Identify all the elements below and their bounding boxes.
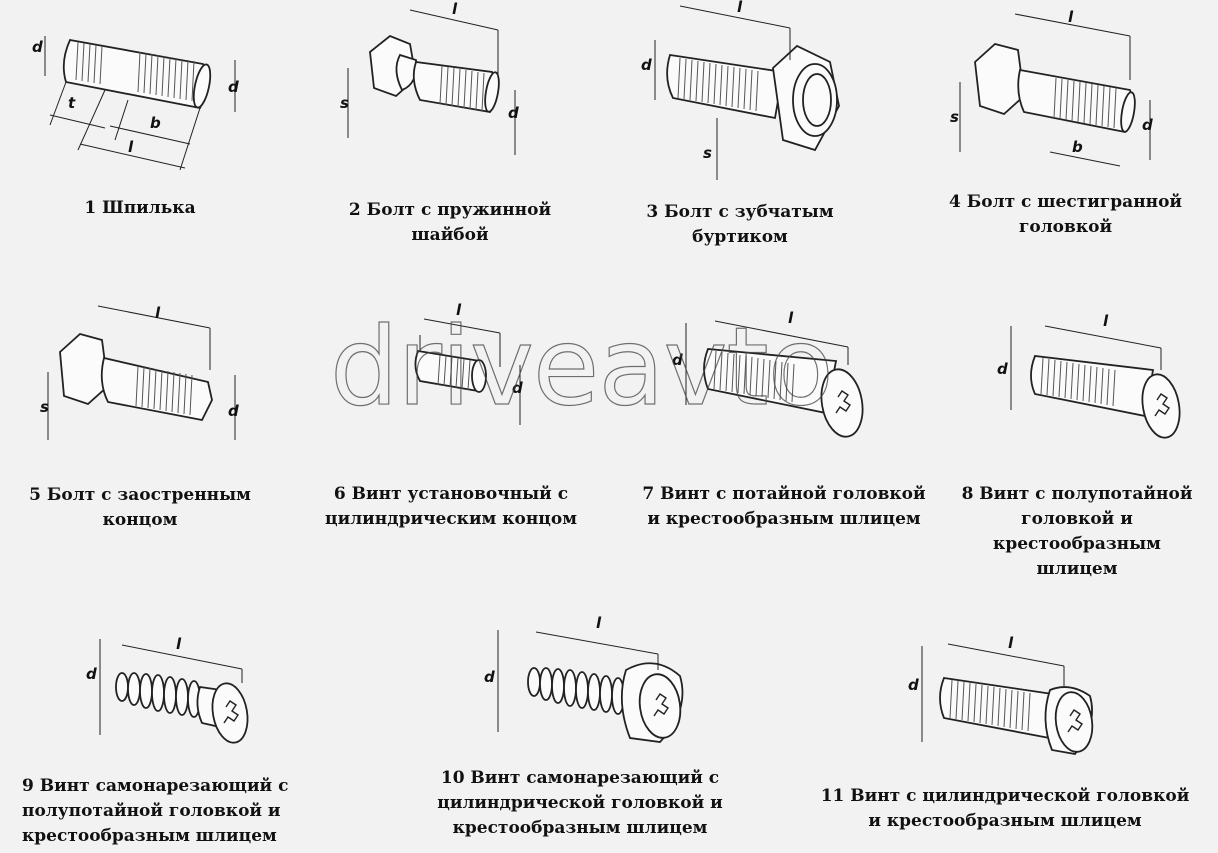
caption-3: 3 Болт с зубчатым буртиком: [646, 202, 834, 247]
figure-5-pointed-bolt: l s d: [30, 300, 260, 475]
figure-11-cylinder-head-screw: l d: [900, 630, 1110, 760]
caption-7: 7 Винт с потайной головкой и крестообраз…: [642, 484, 926, 529]
dim-l-label: l: [176, 635, 182, 653]
dim-d-label: d: [997, 360, 1008, 378]
figure-4-hex-bolt: l s d b: [940, 0, 1170, 175]
dim-l-label: l: [1008, 634, 1014, 652]
caption-10: 10 Винт самонарезающий с цилиндрической …: [437, 768, 723, 838]
dim-l-label: l: [452, 0, 458, 18]
cylinder-head-screw-drawing: l d: [908, 634, 1094, 755]
dim-b-label: b: [150, 114, 161, 132]
caption-8: 8 Винт с полупотайной головкой и крестоо…: [961, 484, 1193, 579]
figure-7-countersunk-screw: l d: [650, 295, 880, 455]
dim-d-label: d: [508, 104, 519, 122]
dim-s-label: s: [950, 108, 959, 126]
raised-countersunk-screw-drawing: l d: [997, 312, 1181, 439]
dim-l-label: l: [155, 304, 161, 322]
caption-4: 4 Болт с шестигранной головкой: [948, 192, 1183, 237]
hex-bolt-drawing: l s d b: [950, 8, 1153, 167]
self-tapping-countersunk-drawing: l d: [86, 635, 249, 744]
caption-1: 1 Шпилька: [84, 198, 196, 218]
dim-s-label: s: [340, 94, 349, 112]
stud-drawing: d d t b l: [32, 36, 239, 171]
dim-d-label: d: [1142, 116, 1153, 134]
bolt-spring-washer-drawing: l s d: [340, 0, 519, 155]
figure-10-self-tapping-cylinder-head: l d: [480, 610, 710, 750]
dim-d-label: d: [512, 379, 523, 397]
caption-5: 5 Болт с заостренным концом: [29, 485, 251, 530]
figure-8-raised-countersunk-screw: l d: [975, 300, 1195, 450]
dim-s-label: s: [703, 144, 712, 162]
dim-l-label: l: [788, 309, 794, 327]
self-tapping-cylinder-drawing: l d: [484, 614, 684, 743]
bolt-toothed-collar-drawing: l d s: [641, 0, 840, 180]
dim-t-label: t: [68, 94, 76, 112]
caption-6: 6 Винт установочный с цилиндрическим кон…: [325, 484, 577, 529]
dim-l-label: l: [128, 138, 134, 156]
caption-2: 2 Болт с пружинной шайбой: [348, 200, 552, 245]
figure-9-self-tapping-raised-countersunk: l d: [80, 625, 270, 755]
caption-11: 11 Винт с цилиндрической головкой и крес…: [820, 786, 1190, 831]
dim-d-label: d: [228, 402, 239, 420]
dim-l-label: l: [1068, 8, 1074, 26]
figure-2-bolt-spring-washer: l s d: [330, 0, 550, 180]
dim-b-label: b: [1072, 138, 1083, 156]
dim-l-label: l: [456, 301, 462, 319]
pointed-bolt-drawing: l s d: [40, 304, 239, 440]
dim-d-label: d: [484, 668, 495, 686]
figure-3-bolt-toothed-collar: l d s: [625, 0, 855, 185]
dim-d-label: d: [86, 665, 97, 683]
dim-d-label: d: [908, 676, 919, 694]
countersunk-screw-drawing: l d: [672, 309, 864, 438]
dim-l-label: l: [1103, 312, 1109, 330]
dim-d-label: d: [672, 351, 683, 369]
dim-d-label: d: [228, 78, 239, 96]
dim-l-label: l: [737, 0, 743, 16]
caption-9: 9 Винт самонарезающий с полупотайной гол…: [22, 776, 289, 846]
figure-6-set-screw: l d: [390, 295, 540, 445]
dim-d-label: d: [641, 56, 652, 74]
dim-s-label: s: [40, 398, 49, 416]
set-screw-drawing: l d: [414, 301, 523, 425]
figure-1-stud: d d t b l: [10, 0, 250, 180]
dim-d-label: d: [32, 38, 43, 56]
dim-l-label: l: [596, 614, 602, 632]
